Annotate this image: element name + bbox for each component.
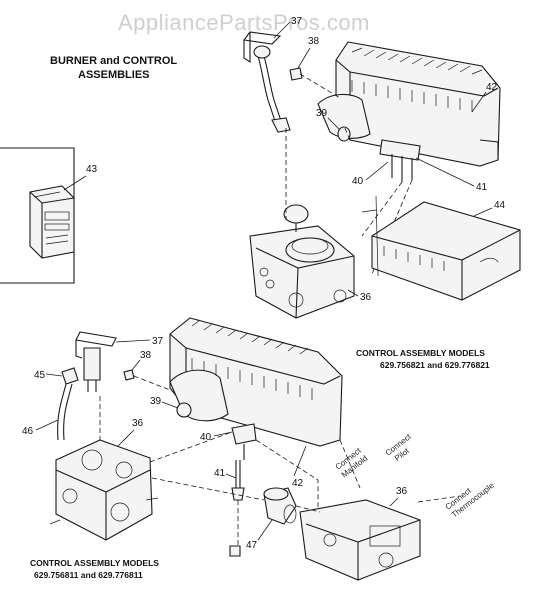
callout-41-lower: 41 [214,468,226,479]
upper-pilot-tube-37 [243,31,291,133]
connect-pilot-label: Connect Pilot [384,432,414,463]
callout-43: 43 [86,164,98,175]
upper-burner-42 [335,41,501,167]
upper-venturi [317,93,371,139]
callout-42-upper: 42 [486,82,498,93]
callout-44: 44 [494,200,506,211]
part-43-control-module [29,185,75,259]
diagram-title-line2: ASSEMBLIES [78,69,150,81]
callout-36-lower-left: 36 [132,418,144,429]
callout-41-upper: 41 [476,182,488,193]
part-43-inset: 43 [0,147,98,284]
callout-40-upper: 40 [352,176,364,187]
lower-burner-assembly: 37 38 45 39 46 36 40 41 42 47 36 [22,317,461,581]
callout-36-lower-right: 36 [396,486,408,497]
upper-pilot-40-41 [379,139,421,182]
lower-pilot-40 [231,423,257,460]
callout-37-upper: 37 [291,16,303,27]
part-44-module: 44 [371,200,521,301]
upper-bracket-line [361,195,379,277]
lower-caption-line1: CONTROL ASSEMBLY MODELS [30,558,159,568]
upper-orifice-38 [289,67,303,81]
lower-thermocouple-41 [229,460,245,557]
upper-bushing-39 [337,126,351,142]
callout-47: 47 [246,540,258,551]
lower-wire-45-46 [57,367,79,441]
callout-45: 45 [34,370,46,381]
connect-manifold-label: Connect Manifold [334,446,370,480]
callout-42-lower: 42 [292,478,304,489]
lower-right-valve-36 [299,499,421,581]
callout-37-lower: 37 [152,336,164,347]
callout-46: 46 [22,426,34,437]
lower-elbow-47 [263,487,297,525]
callout-40-lower: 40 [200,432,212,443]
callout-38-upper: 38 [308,36,320,47]
diagram-title-line1: BURNER and CONTROL [50,55,177,67]
upper-gas-valve-36 [249,204,355,319]
upper-burner-assembly: 37 38 42 39 40 41 36 [243,16,501,319]
connect-thermocouple-label: Connect Thermocouple [444,481,496,520]
upper-caption-line2: 629.756821 and 629.776821 [380,360,490,370]
lower-orifice-38 [123,369,135,381]
callout-39-lower: 39 [150,396,162,407]
lower-gas-valve-36 [49,439,159,541]
lower-bushing-39 [176,402,192,418]
callout-39-upper: 39 [316,108,328,119]
callout-36-upper: 36 [360,292,372,303]
upper-caption-line1: CONTROL ASSEMBLY MODELS [356,348,485,358]
lower-pilot-tube-37 [75,331,117,392]
watermark: AppliancePartsPros.com [118,10,370,35]
callout-38-lower: 38 [140,350,152,361]
lower-caption-line2: 629.756811 and 629.776811 [34,570,143,580]
